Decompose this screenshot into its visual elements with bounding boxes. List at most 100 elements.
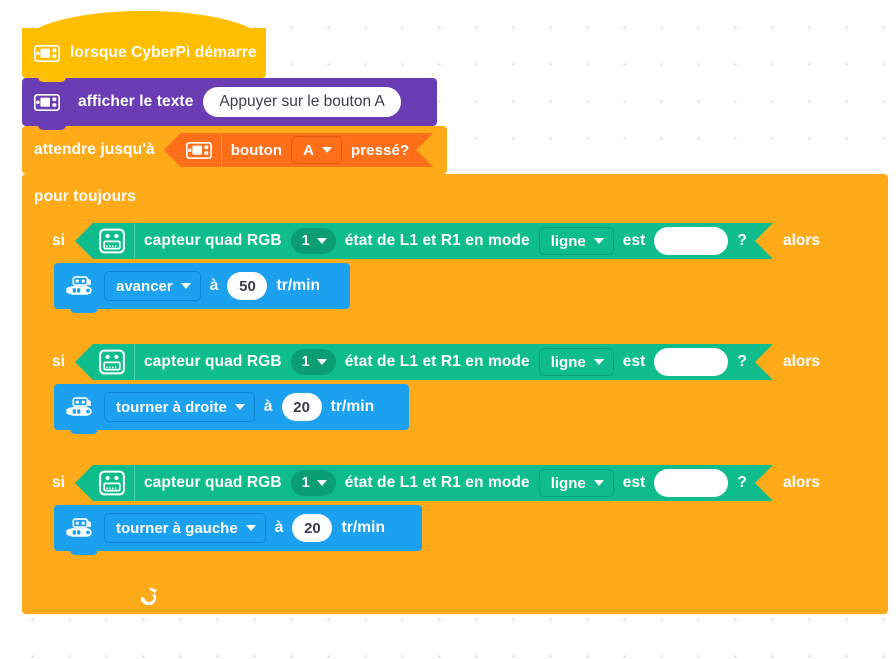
button-dropdown[interactable]: A	[291, 136, 342, 164]
if-body-1: avancer à 50 tr/min	[54, 263, 888, 313]
motor-direction-value: avancer	[116, 277, 173, 295]
motor-unit-label: tr/min	[330, 398, 375, 416]
quad-rgb-index-dropdown[interactable]: 1	[291, 470, 336, 496]
motor-icon	[65, 275, 95, 297]
chevron-down-icon	[594, 359, 604, 365]
motor-block-1[interactable]: avancer à 50 tr/min	[54, 263, 350, 313]
if-header-1[interactable]: si capteur quad RGB 1 état de L1 et R1 e…	[38, 219, 888, 263]
forever-footer	[22, 582, 182, 614]
quad-rgb-index-value: 1	[301, 475, 310, 491]
motor-direction-dropdown-2[interactable]: tourner à droite	[104, 392, 255, 422]
forever-body: si capteur quad RGB 1 état de L1 et R1 e…	[38, 219, 888, 582]
quad-rgb-state-input[interactable]	[654, 227, 728, 255]
forever-block[interactable]: pour toujours si capteur quad RGB 1	[22, 174, 888, 614]
motor-speed-input-2[interactable]: 20	[281, 393, 322, 421]
button-label: bouton	[230, 141, 283, 159]
divider	[134, 223, 135, 259]
display-text-input[interactable]: Appuyer sur le bouton A	[203, 87, 401, 117]
chevron-down-icon	[317, 238, 327, 244]
quad-rgb-question-mark: ?	[737, 232, 747, 250]
quad-rgb-mode-value: ligne	[550, 232, 586, 250]
if-body-2: tourner à droite à 20 tr/min	[54, 384, 888, 434]
if-header-3[interactable]: si capteur quad RGB 1 état de L1 et R1 e…	[38, 461, 888, 505]
wait-until-block[interactable]: attendre jusqu'à bouton A pressé?	[22, 126, 447, 178]
block-script: lorsque CyberPi démarre afficher le text…	[22, 11, 888, 614]
button-pressed-suffix: pressé?	[350, 141, 410, 159]
quad-rgb-label: capteur quad RGB	[143, 232, 282, 250]
chevron-down-icon	[317, 359, 327, 365]
motor-unit-label: tr/min	[341, 519, 386, 537]
quad-rgb-is-label: est	[622, 474, 646, 492]
if-label: si	[52, 474, 65, 491]
if-label: si	[52, 353, 65, 370]
quad-rgb-index-value: 1	[301, 233, 310, 249]
then-label: alors	[783, 232, 821, 249]
display-text-block[interactable]: afficher le texte Appuyer sur le bouton …	[22, 78, 437, 130]
motor-at-label: à	[209, 277, 219, 295]
motor-speed-input-1[interactable]: 50	[227, 272, 268, 300]
if-body-3: tourner à gauche à 20 tr/min	[54, 505, 888, 555]
block-notch	[70, 429, 98, 434]
cyberpi-icon	[33, 93, 61, 111]
chevron-down-icon	[180, 283, 191, 289]
motor-speed-input-3[interactable]: 20	[292, 514, 333, 542]
forever-label: pour toujours	[34, 187, 137, 205]
motor-direction-dropdown-3[interactable]: tourner à gauche	[104, 513, 266, 543]
quad-rgb-index-dropdown[interactable]: 1	[291, 349, 336, 375]
quad-rgb-mode-dropdown[interactable]: ligne	[539, 227, 614, 255]
quad-rgb-state-input[interactable]	[654, 348, 728, 376]
quad-rgb-middle-label: état de L1 et R1 en mode	[344, 232, 530, 250]
motor-at-label: à	[274, 519, 284, 537]
chevron-down-icon	[594, 238, 604, 244]
quad-rgb-mode-value: ligne	[550, 474, 586, 492]
quad-rgb-label: capteur quad RGB	[143, 353, 282, 371]
block-notch	[70, 308, 98, 313]
chevron-down-icon	[234, 404, 245, 410]
display-text-label: afficher le texte	[78, 93, 194, 111]
block-notch	[70, 550, 98, 555]
divider	[134, 344, 135, 380]
motor-direction-value: tourner à gauche	[116, 519, 238, 537]
quad-rgb-label: capteur quad RGB	[143, 474, 282, 492]
button-dropdown-value: A	[303, 141, 314, 159]
motor-direction-value: tourner à droite	[116, 398, 227, 416]
motor-block-3[interactable]: tourner à gauche à 20 tr/min	[54, 505, 422, 555]
button-pressed-boolean[interactable]: bouton A pressé?	[164, 133, 434, 167]
motor-icon	[65, 396, 95, 418]
block-notch	[38, 173, 66, 178]
block-notch	[38, 125, 66, 130]
then-label: alors	[783, 353, 821, 370]
chevron-down-icon	[245, 525, 256, 531]
forever-header[interactable]: pour toujours	[22, 174, 182, 219]
quad-rgb-mode-dropdown[interactable]: ligne	[539, 469, 614, 497]
if-block-1[interactable]: si capteur quad RGB 1 état de L1 et R1 e…	[38, 219, 888, 340]
quad-rgb-mode-dropdown[interactable]: ligne	[539, 348, 614, 376]
chevron-down-icon	[594, 480, 604, 486]
quad-rgb-sensor-icon	[99, 349, 125, 375]
divider	[134, 465, 135, 501]
if-block-3[interactable]: si capteur quad RGB 1 état de L1 et R1 e…	[38, 461, 888, 582]
then-label: alors	[783, 474, 821, 491]
cyberpi-icon	[186, 142, 212, 159]
quad-rgb-sensor-icon	[99, 228, 125, 254]
if-header-2[interactable]: si capteur quad RGB 1 état de L1 et R1 e…	[38, 340, 888, 384]
wait-until-label: attendre jusqu'à	[34, 141, 155, 159]
motor-direction-dropdown-1[interactable]: avancer	[104, 271, 201, 301]
block-notch	[38, 77, 66, 82]
if-footer-1	[38, 309, 218, 340]
quad-rgb-question-mark: ?	[737, 353, 747, 371]
quad-rgb-middle-label: état de L1 et R1 en mode	[344, 474, 530, 492]
quad-rgb-mode-value: ligne	[550, 353, 586, 371]
quad-rgb-index-dropdown[interactable]: 1	[291, 228, 336, 254]
quad-rgb-state-input[interactable]	[654, 469, 728, 497]
loop-arrow-icon	[138, 585, 162, 609]
if-block-2[interactable]: si capteur quad RGB 1 état de L1 et R1 e…	[38, 340, 888, 461]
motor-block-2[interactable]: tourner à droite à 20 tr/min	[54, 384, 409, 434]
quad-rgb-condition-2[interactable]: capteur quad RGB 1 état de L1 et R1 en m…	[75, 344, 773, 380]
motor-at-label: à	[263, 398, 273, 416]
hat-block-when-cyberpi-starts[interactable]: lorsque CyberPi démarre	[22, 11, 266, 82]
quad-rgb-condition-3[interactable]: capteur quad RGB 1 état de L1 et R1 en m…	[75, 465, 773, 501]
motor-icon	[65, 517, 95, 539]
hat-block-label: lorsque CyberPi démarre	[70, 44, 257, 62]
quad-rgb-condition-1[interactable]: capteur quad RGB 1 état de L1 et R1 en m…	[75, 223, 773, 259]
